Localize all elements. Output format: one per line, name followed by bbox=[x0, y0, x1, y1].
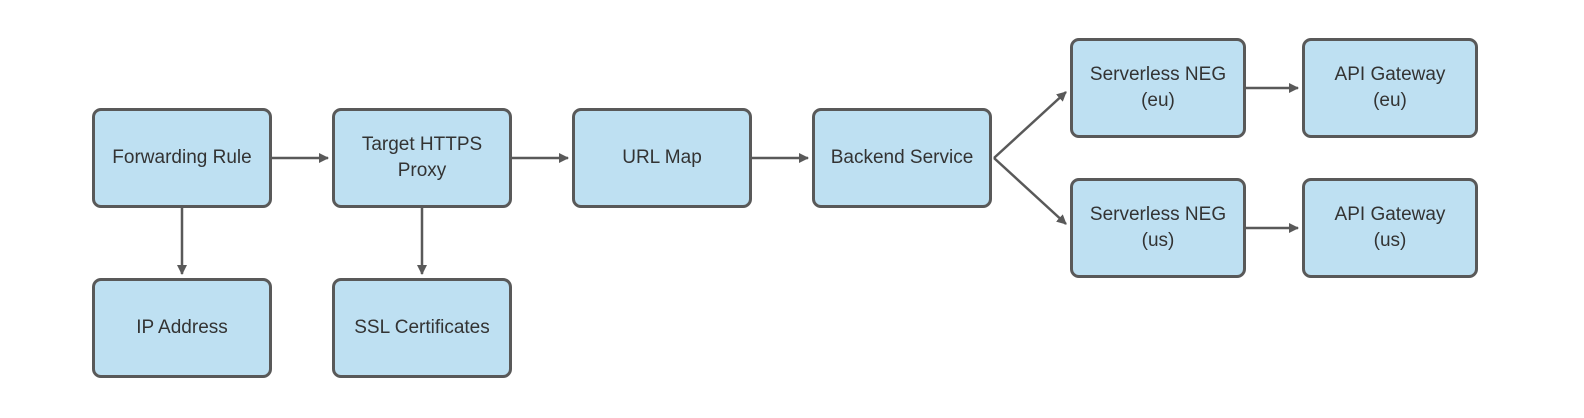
node-label: SSL Certificates bbox=[354, 317, 490, 339]
node-backend-service: Backend Service bbox=[812, 108, 992, 208]
node-ip-address: IP Address bbox=[92, 278, 272, 378]
node-ssl-certificates: SSL Certificates bbox=[332, 278, 512, 378]
node-url-map: URL Map bbox=[572, 108, 752, 208]
node-label: Serverless NEG (us) bbox=[1089, 204, 1227, 251]
node-label: Forwarding Rule bbox=[112, 147, 252, 169]
node-forwarding-rule: Forwarding Rule bbox=[92, 108, 272, 208]
node-target-https-proxy: Target HTTPS Proxy bbox=[332, 108, 512, 208]
node-api-gateway-us: API Gateway (us) bbox=[1302, 178, 1478, 278]
node-serverless-neg-us: Serverless NEG (us) bbox=[1070, 178, 1246, 278]
node-label: Backend Service bbox=[830, 147, 974, 169]
edge-backend-service-to-serverless-neg-eu bbox=[993, 91, 1067, 159]
node-label: URL Map bbox=[622, 147, 702, 169]
edge-backend-service-to-serverless-neg-us bbox=[993, 157, 1067, 225]
node-label: IP Address bbox=[136, 317, 228, 339]
node-label: Serverless NEG (eu) bbox=[1089, 64, 1227, 111]
node-label: API Gateway (eu) bbox=[1334, 64, 1446, 111]
node-serverless-neg-eu: Serverless NEG (eu) bbox=[1070, 38, 1246, 138]
node-label: Target HTTPS Proxy bbox=[361, 134, 483, 181]
node-label: API Gateway (us) bbox=[1334, 204, 1446, 251]
node-api-gateway-eu: API Gateway (eu) bbox=[1302, 38, 1478, 138]
